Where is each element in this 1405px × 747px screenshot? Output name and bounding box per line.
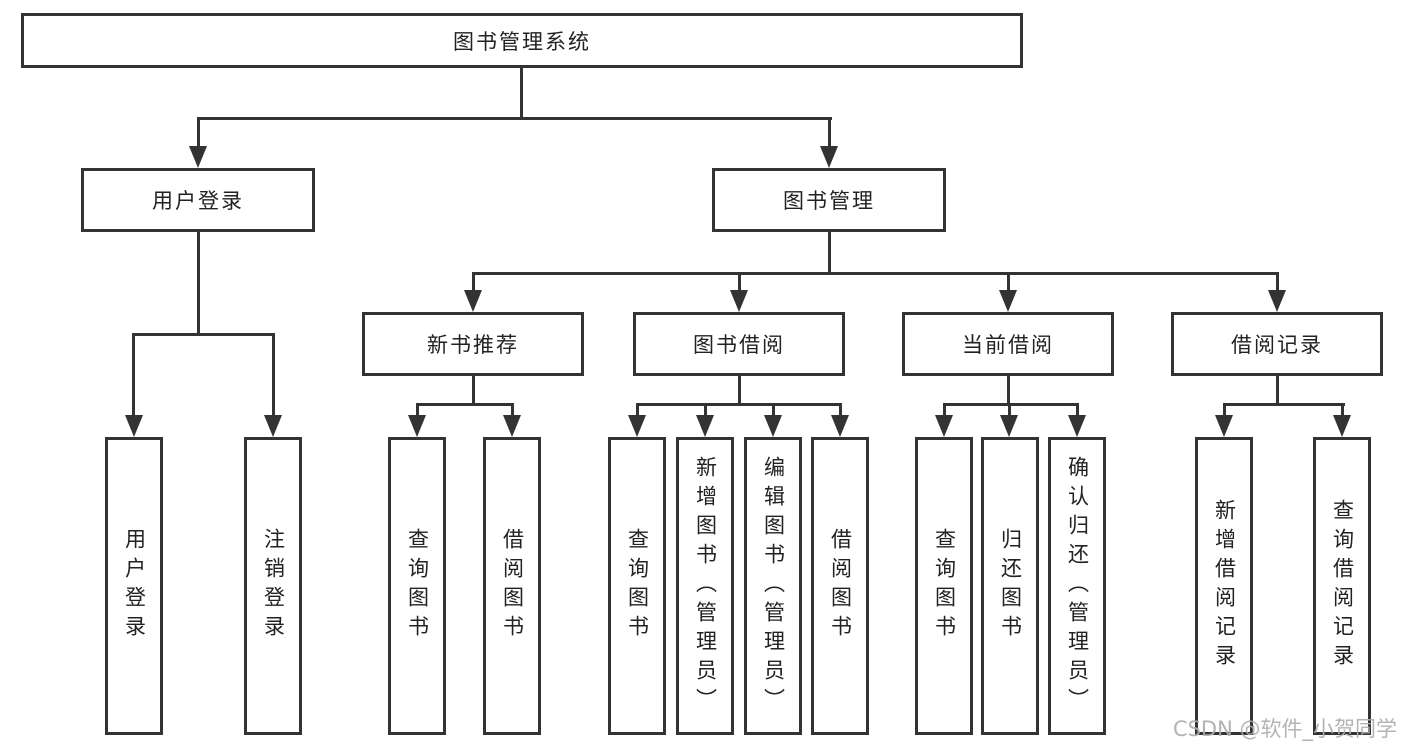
leaf-bb-add-book-admin-label: 新增图书（管理员） xyxy=(693,455,718,717)
leaf-br-query-record: 查询借阅记录 xyxy=(1313,437,1371,735)
node-library-system-label: 图书管理系统 xyxy=(453,29,591,54)
leaf-cb-return-book: 归还图书 xyxy=(981,437,1039,735)
connector xyxy=(132,333,135,417)
connector xyxy=(197,117,832,120)
leaf-bb-query-book: 查询图书 xyxy=(608,437,666,735)
connector xyxy=(704,403,707,417)
arrowhead-icon xyxy=(730,290,748,312)
connector xyxy=(839,403,842,417)
connector xyxy=(1007,272,1010,292)
connector xyxy=(1223,403,1226,417)
connector xyxy=(272,333,275,417)
connector xyxy=(772,403,775,417)
connector xyxy=(472,272,475,292)
node-new-book-recommend: 新书推荐 xyxy=(362,312,584,376)
leaf-logout-login: 注销登录 xyxy=(244,437,302,735)
leaf-bb-add-book-admin: 新增图书（管理员） xyxy=(676,437,734,735)
connector xyxy=(472,376,475,406)
leaf-br-add-record-label: 新增借阅记录 xyxy=(1212,499,1237,673)
connector xyxy=(1276,272,1279,292)
connector xyxy=(1007,376,1010,406)
connector xyxy=(520,68,523,118)
arrowhead-icon xyxy=(264,415,282,437)
arrowhead-icon xyxy=(935,415,953,437)
node-new-book-recommend-label: 新书推荐 xyxy=(427,333,519,357)
connector xyxy=(511,403,514,417)
node-current-borrowing: 当前借阅 xyxy=(902,312,1114,376)
leaf-nbr-query-book-label: 查询图书 xyxy=(405,528,430,644)
connector xyxy=(132,333,275,336)
connector xyxy=(738,376,741,406)
node-user-login-label: 用户登录 xyxy=(152,189,244,213)
arrowhead-icon xyxy=(503,415,521,437)
leaf-cb-confirm-return-admin-label: 确认归还（管理员） xyxy=(1065,455,1090,717)
connector xyxy=(416,403,514,406)
connector xyxy=(828,117,831,148)
connector xyxy=(636,403,842,406)
connector xyxy=(1276,376,1279,406)
arrowhead-icon xyxy=(408,415,426,437)
leaf-br-query-record-label: 查询借阅记录 xyxy=(1330,499,1355,673)
arrowhead-icon xyxy=(1068,415,1086,437)
leaf-cb-return-book-label: 归还图书 xyxy=(998,528,1023,644)
node-book-borrowing-label: 图书借阅 xyxy=(693,333,785,357)
leaf-br-add-record: 新增借阅记录 xyxy=(1195,437,1253,735)
leaf-nbr-borrow-book-label: 借阅图书 xyxy=(500,528,525,644)
arrowhead-icon xyxy=(820,146,838,168)
connector xyxy=(416,403,419,417)
connector xyxy=(828,232,831,275)
leaf-bb-edit-book-admin-label: 编辑图书（管理员） xyxy=(761,455,786,717)
connector xyxy=(1008,403,1011,417)
arrowhead-icon xyxy=(464,290,482,312)
leaf-bb-borrow-book: 借阅图书 xyxy=(811,437,869,735)
csdn-watermark: CSDN @软件_小贺同学 xyxy=(1172,717,1397,741)
connector xyxy=(197,117,200,148)
connector xyxy=(636,403,639,417)
arrowhead-icon xyxy=(1000,415,1018,437)
arrowhead-icon xyxy=(1268,290,1286,312)
connector xyxy=(943,403,1079,406)
node-borrowing-records-label: 借阅记录 xyxy=(1231,333,1323,357)
connector xyxy=(1223,403,1345,406)
node-borrowing-records: 借阅记录 xyxy=(1171,312,1383,376)
arrowhead-icon xyxy=(831,415,849,437)
node-book-management: 图书管理 xyxy=(712,168,946,232)
node-library-system: 图书管理系统 xyxy=(21,13,1023,68)
node-user-login: 用户登录 xyxy=(81,168,315,232)
connector xyxy=(943,403,946,417)
arrowhead-icon xyxy=(628,415,646,437)
arrowhead-icon xyxy=(764,415,782,437)
arrowhead-icon xyxy=(189,146,207,168)
leaf-cb-query-book-label: 查询图书 xyxy=(932,528,957,644)
leaf-nbr-query-book: 查询图书 xyxy=(388,437,446,735)
connector xyxy=(738,272,741,292)
leaf-user-login-label: 用户登录 xyxy=(122,528,147,644)
leaf-logout-login-label: 注销登录 xyxy=(261,528,286,644)
leaf-cb-query-book: 查询图书 xyxy=(915,437,973,735)
leaf-bb-query-book-label: 查询图书 xyxy=(625,528,650,644)
leaf-user-login: 用户登录 xyxy=(105,437,163,735)
leaf-cb-confirm-return-admin: 确认归还（管理员） xyxy=(1048,437,1106,735)
connector xyxy=(472,272,1279,275)
connector xyxy=(197,232,200,335)
leaf-bb-edit-book-admin: 编辑图书（管理员） xyxy=(744,437,802,735)
node-current-borrowing-label: 当前借阅 xyxy=(962,333,1054,357)
arrowhead-icon xyxy=(1333,415,1351,437)
leaf-nbr-borrow-book: 借阅图书 xyxy=(483,437,541,735)
node-book-management-label: 图书管理 xyxy=(783,189,875,213)
connector xyxy=(1341,403,1344,417)
arrowhead-icon xyxy=(696,415,714,437)
arrowhead-icon xyxy=(999,290,1017,312)
leaf-bb-borrow-book-label: 借阅图书 xyxy=(828,528,853,644)
arrowhead-icon xyxy=(125,415,143,437)
connector xyxy=(1076,403,1079,417)
arrowhead-icon xyxy=(1215,415,1233,437)
node-book-borrowing: 图书借阅 xyxy=(633,312,845,376)
